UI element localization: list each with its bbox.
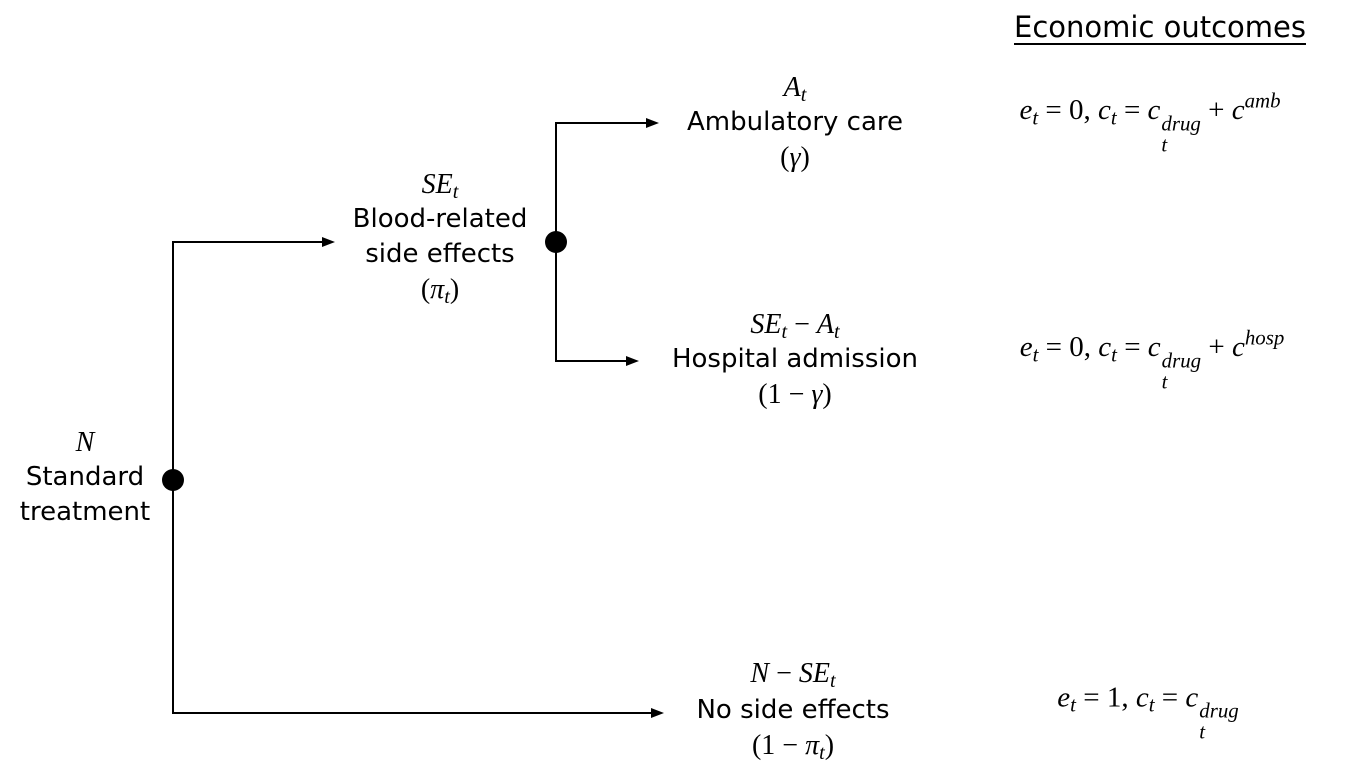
root-label-block: N Standard treatment — [20, 425, 150, 530]
ambulatory-probability: (γ) — [780, 142, 810, 173]
economic-outcomes-heading: Economic outcomes — [1014, 10, 1306, 44]
side-effects-label-line: Blood-related — [352, 204, 528, 234]
root-label-line: treatment — [19, 497, 151, 527]
no-side-effects-count: N − SEt — [750, 658, 836, 693]
side-effects-count: SEt — [421, 169, 459, 204]
root-to-no-side-effects-connector — [172, 712, 652, 714]
side-effects-to-ambulatory-connector — [555, 122, 647, 124]
arrowhead-icon — [651, 708, 664, 718]
no-side-effects-label-block: N − SEt No side effects (1 − πt) — [696, 656, 889, 764]
no-side-effects-probability: (1 − πt) — [751, 730, 835, 765]
side-effects-label-block: SEt Blood-related side effects (πt) — [352, 167, 528, 309]
side-effects-probability: (πt) — [420, 274, 460, 309]
side-effects-label-line: side effects — [365, 239, 515, 269]
ambulatory-count: At — [783, 72, 807, 107]
root-label-line: Standard — [25, 462, 145, 492]
ambulatory-label-line: Ambulatory care — [686, 107, 904, 137]
arrowhead-icon — [646, 118, 659, 128]
side-effects-to-hospital-connector — [555, 360, 627, 362]
hospital-label-block: SEt − At Hospital admission (1 − γ) — [672, 307, 918, 412]
hospital-probability: (1 − γ) — [758, 379, 832, 410]
side-effects-chance-node — [545, 231, 567, 253]
arrowhead-icon — [626, 356, 639, 366]
root-count: N — [75, 427, 95, 458]
hospital-count: SEt − At — [750, 309, 840, 344]
no-side-effects-label-line: No side effects — [696, 695, 890, 725]
root-chance-node — [162, 469, 184, 491]
ambulatory-label-block: At Ambulatory care (γ) — [687, 70, 903, 175]
root-to-side-effects-connector — [172, 241, 323, 243]
hospital-label-line: Hospital admission — [671, 344, 919, 374]
arrowhead-icon — [322, 237, 335, 247]
